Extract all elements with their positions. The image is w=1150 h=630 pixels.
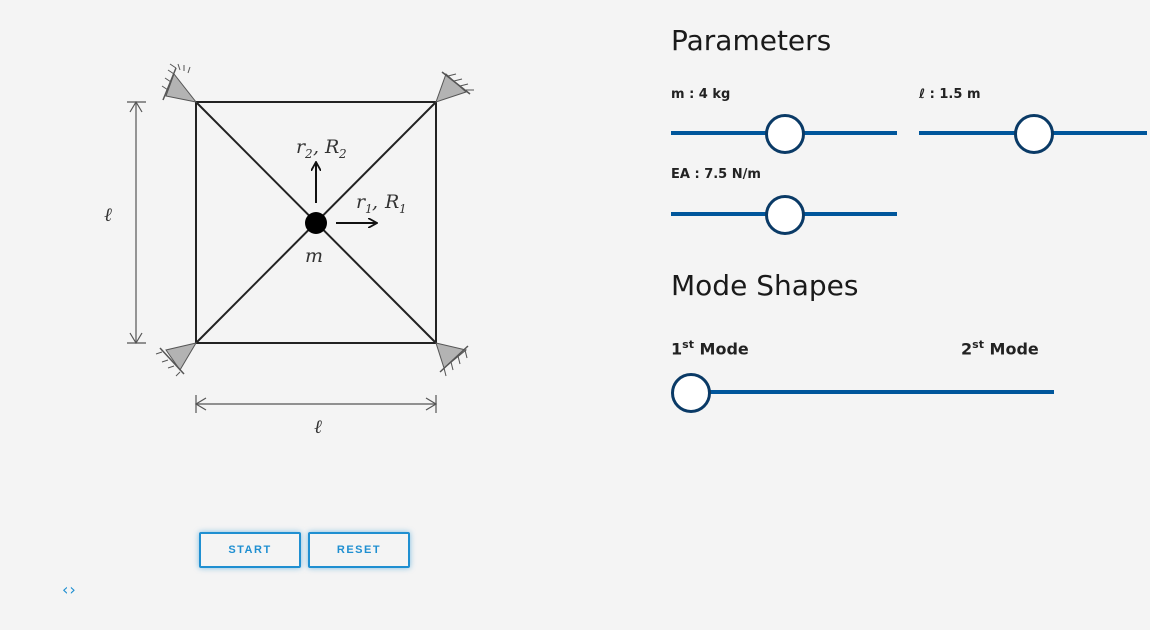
pin-support-icon	[155, 342, 198, 377]
svg-text:r: r	[356, 191, 367, 213]
mass-slider[interactable]	[671, 113, 897, 154]
truss-diagram: ℓ ℓ m r 2 , R 2 r 1 , R 1	[104, 63, 474, 438]
stiffness-slider[interactable]	[671, 194, 897, 235]
horizontal-dimension-label: ℓ	[314, 416, 322, 438]
mode-shape-slider[interactable]	[671, 372, 1054, 413]
start-button[interactable]: START	[199, 532, 301, 568]
mass-node	[305, 212, 327, 234]
mass-slider-label: m : 4 kg	[671, 87, 731, 102]
slider-thumb[interactable]	[671, 373, 711, 413]
vertical-dimension-label: ℓ	[104, 204, 112, 226]
pin-support-icon	[435, 71, 474, 103]
slider-track	[690, 390, 1054, 394]
code-brackets-icon[interactable]: ‹›	[62, 580, 77, 599]
svg-text:,: ,	[372, 191, 378, 213]
stiffness-slider-label: EA : 7.5 N/m	[671, 167, 761, 182]
length-slider-label: ℓ : 1.5 m	[919, 87, 981, 102]
pin-support-icon	[435, 342, 469, 377]
svg-text:r: r	[296, 136, 307, 158]
pin-support-icon	[161, 63, 198, 103]
length-slider[interactable]	[919, 113, 1147, 154]
dof-vertical-label: r 2 , R 2	[296, 136, 347, 161]
svg-text:2: 2	[304, 147, 313, 161]
reset-button[interactable]: RESET	[308, 532, 410, 568]
slider-thumb[interactable]	[765, 195, 805, 235]
mass-label: m	[305, 245, 323, 267]
svg-text:1: 1	[365, 202, 373, 216]
dof-horizontal-label: r 1 , R 1	[356, 191, 407, 216]
svg-text:,: ,	[313, 136, 319, 158]
slider-thumb[interactable]	[1014, 114, 1054, 154]
first-mode-label: 1st Mode	[671, 338, 749, 359]
svg-text:R: R	[384, 191, 399, 213]
svg-text:R: R	[324, 136, 339, 158]
horizontal-dimension	[194, 395, 438, 413]
slider-thumb[interactable]	[765, 114, 805, 154]
mode-shapes-title: Mode Shapes	[671, 269, 859, 302]
parameters-title: Parameters	[671, 24, 832, 57]
vertical-dimension	[127, 100, 146, 345]
svg-text:2: 2	[338, 147, 347, 161]
svg-text:1: 1	[399, 202, 407, 216]
second-mode-label: 2st Mode	[961, 338, 1039, 359]
